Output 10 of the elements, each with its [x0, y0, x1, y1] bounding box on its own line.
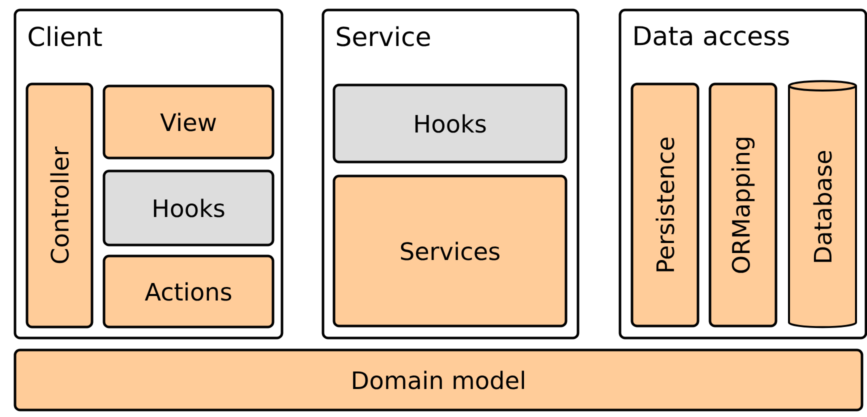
component-box: View — [102, 84, 274, 160]
component-box: ORMapping — [708, 82, 778, 328]
component-box: Hooks — [332, 84, 568, 164]
component-box: Actions — [102, 254, 274, 328]
component-box: Domain model — [14, 348, 864, 412]
database-cylinder: Database — [788, 80, 857, 328]
component-box: Services — [332, 174, 568, 328]
component-box: Persistence — [630, 82, 700, 328]
component-box: Controller — [26, 82, 94, 328]
component-box: Hooks — [102, 170, 274, 246]
